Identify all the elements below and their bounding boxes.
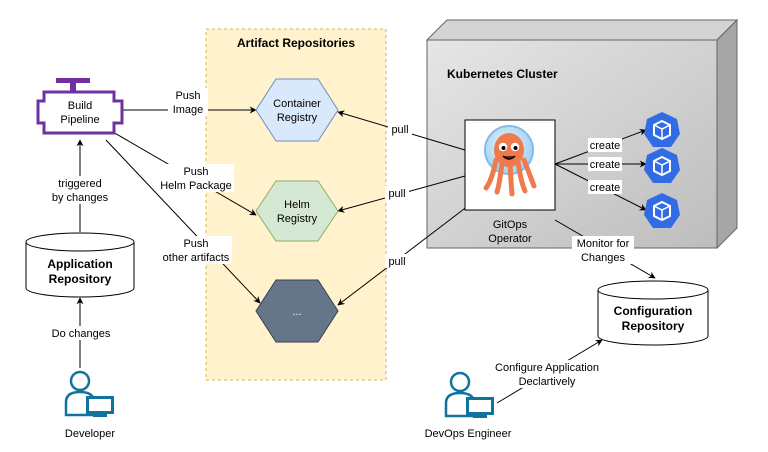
label-pull-3: pull — [388, 256, 405, 268]
label-do-changes: Do changes — [52, 328, 111, 340]
other-artifacts-label: ... — [292, 306, 301, 318]
edge-labels: Push Image Push Helm Package Push other … — [48, 88, 634, 388]
label-monitor-2: Changes — [581, 252, 626, 264]
label-configure-2: Declartively — [519, 376, 576, 388]
label-monitor-1: Monitor for — [577, 238, 630, 250]
label-push-helm-2: Helm Package — [160, 180, 232, 192]
container-registry-node: Container Registry — [255, 78, 339, 142]
label-pull-1: pull — [391, 124, 408, 136]
kubernetes-pod-icon-2 — [644, 148, 680, 183]
label-triggered-2: by changes — [52, 192, 109, 204]
kubernetes-pod-icon-3 — [644, 193, 680, 228]
artifact-repositories-title: Artifact Repositories — [237, 36, 355, 50]
label-push-image-1: Push — [175, 90, 200, 102]
configuration-repository-node: Configuration Repository — [597, 280, 709, 346]
developer-user-icon — [64, 370, 114, 417]
label-create-1: create — [590, 140, 621, 152]
label-create-2: create — [590, 159, 621, 171]
application-repository-label-1: Application — [47, 257, 112, 271]
octopus-mascot-icon — [483, 125, 537, 197]
label-pull-2: pull — [388, 188, 405, 200]
gitops-operator-label-1: GitOps — [493, 219, 528, 231]
configuration-repository-label-1: Configuration — [614, 304, 693, 318]
helm-registry-label-1: Helm — [284, 199, 310, 211]
helm-registry-label-2: Registry — [277, 213, 318, 225]
other-artifacts-node: ... — [255, 279, 339, 343]
label-configure-1: Configure Application — [495, 362, 599, 374]
build-pipeline-label-1: Build — [68, 100, 92, 112]
label-push-other-2: other artifacts — [163, 252, 230, 264]
label-triggered-1: triggered — [58, 178, 101, 190]
label-create-3: create — [590, 182, 621, 194]
label-push-other-1: Push — [183, 238, 208, 250]
container-registry-label-2: Registry — [277, 112, 318, 124]
edge-push-other — [105, 139, 261, 304]
devops-engineer-actor: DevOps Engineer — [425, 371, 512, 440]
build-pipeline-label-2: Pipeline — [60, 114, 99, 126]
label-push-helm-1: Push — [183, 166, 208, 178]
configuration-repository-label-2: Repository — [622, 319, 685, 333]
helm-registry-node: Helm Registry — [255, 180, 339, 242]
application-repository-label-2: Repository — [49, 272, 112, 286]
developer-actor: Developer — [64, 370, 115, 440]
build-pipeline-icon: Build Pipeline — [36, 78, 124, 135]
label-push-image-2: Image — [173, 104, 204, 116]
application-repository-node: Application Repository — [25, 232, 135, 298]
devops-engineer-label: DevOps Engineer — [425, 428, 512, 440]
container-registry-label-1: Container — [273, 98, 321, 110]
devops-user-icon — [444, 371, 494, 418]
kubernetes-pod-icon-1 — [644, 112, 680, 147]
developer-label: Developer — [65, 428, 115, 440]
gitops-operator-node: GitOps Operator — [464, 119, 556, 245]
kubernetes-cluster-title: Kubernetes Cluster — [447, 67, 558, 81]
gitops-operator-label-2: Operator — [488, 233, 532, 245]
